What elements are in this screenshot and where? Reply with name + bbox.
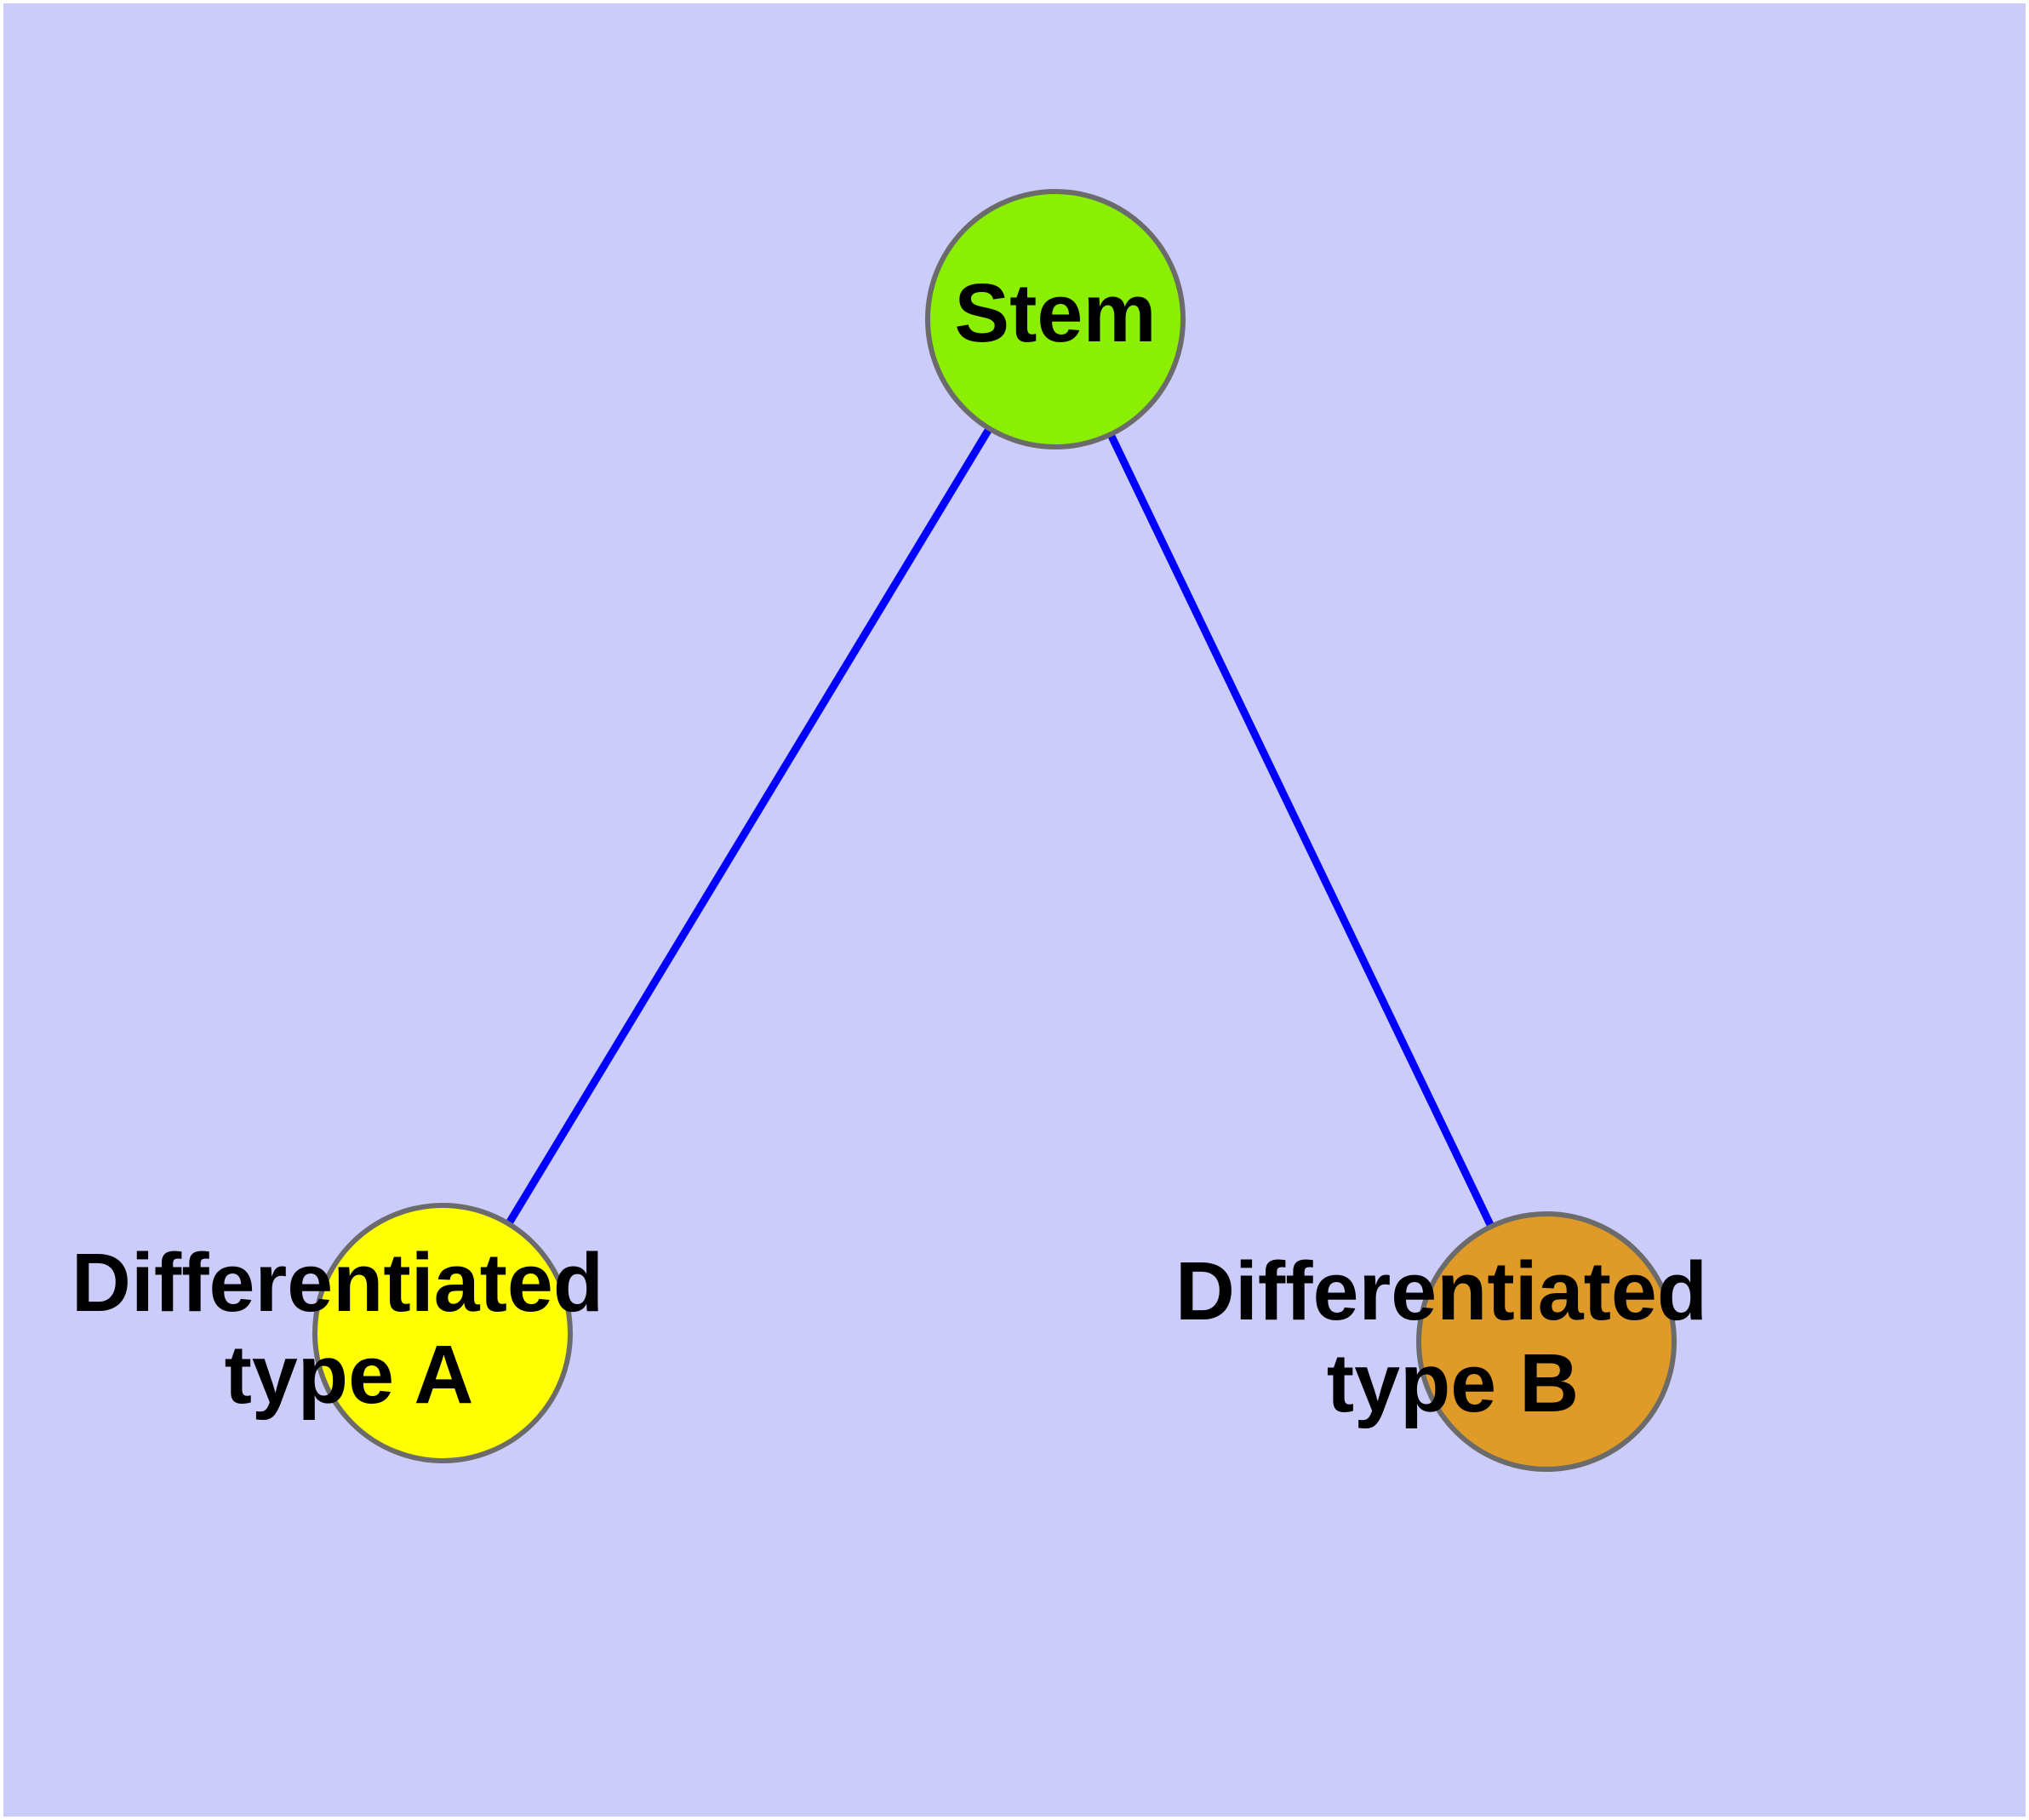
node-layer: [312, 189, 1677, 1472]
edge-layer: [439, 317, 1551, 1343]
node-label-diff-a: Differentiated type A: [71, 1236, 626, 1421]
node-label-diff-b: Differentiated type B: [1175, 1245, 1730, 1429]
node-label-diff-b-line2: type B: [1327, 1336, 1579, 1429]
node-label-stem-line1: Stem: [954, 266, 1156, 359]
node-label-diff-a-line2: type A: [225, 1328, 474, 1421]
node-label-diff-a-line1: Differentiated: [71, 1236, 603, 1329]
label-layer: Stem Differentiated type A Differentiate…: [71, 266, 1730, 1429]
edge-stem-to-diff-b[interactable]: [1051, 318, 1551, 1343]
node-stem[interactable]: [925, 189, 1186, 449]
node-diff-a[interactable]: [312, 1203, 573, 1463]
node-label-stem: Stem: [954, 266, 1156, 359]
node-diff-b[interactable]: [1416, 1211, 1677, 1472]
node-label-diff-b-line1: Differentiated: [1175, 1245, 1707, 1337]
edge-stem-to-diff-a[interactable]: [439, 317, 1059, 1336]
